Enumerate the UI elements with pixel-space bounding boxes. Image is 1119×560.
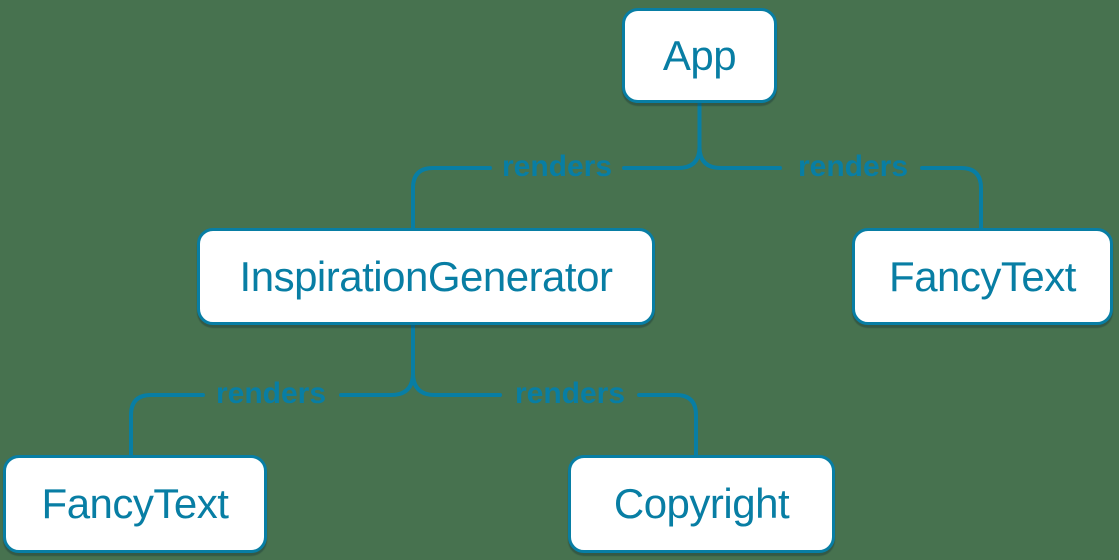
edge-line-inspiration-copyright-a xyxy=(411,371,502,397)
edge-line-inspiration-fancytext-a xyxy=(339,371,415,397)
edge-line-app-fancytext-a xyxy=(697,145,782,170)
edge-label-app-fancytext: renders xyxy=(797,150,909,183)
edge-label-inspiration-copyright: renders xyxy=(514,377,626,410)
edge-line-app-fancytext-b xyxy=(920,166,983,230)
edge-line-app-inspiration-b xyxy=(411,166,492,230)
node-inspiration-generator: InspirationGenerator xyxy=(197,228,655,325)
edge-line-inspiration-copyright-b xyxy=(637,393,698,457)
node-fancy-text-top: FancyText xyxy=(852,228,1113,325)
node-fancy-text-bottom: FancyText xyxy=(3,455,267,553)
edge-line-inspiration-fancytext-b xyxy=(129,393,205,457)
edge-label-inspiration-fancytext: renders xyxy=(215,377,327,410)
node-app: App xyxy=(622,8,777,103)
edge-line-app-inspiration-a xyxy=(622,145,702,170)
edge-label-app-inspiration: renders xyxy=(501,150,613,183)
node-copyright: Copyright xyxy=(568,455,835,553)
